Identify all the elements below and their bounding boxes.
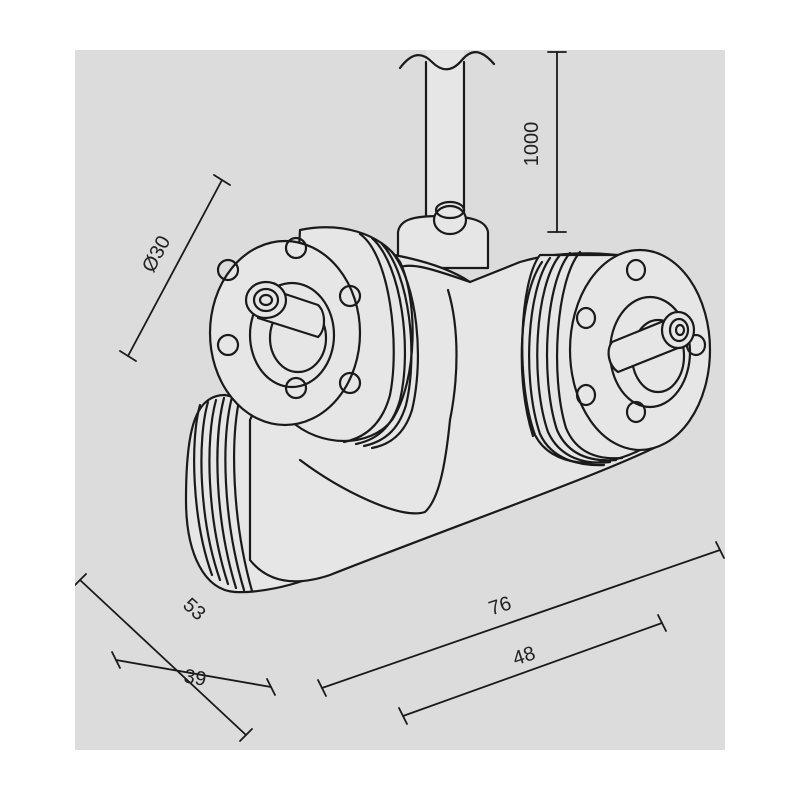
technical-drawing: 1000 Ø30 53 39 76 48 <box>75 50 725 750</box>
flange-bolts-right <box>575 258 707 424</box>
dim-inner-depth: 39 <box>182 665 208 691</box>
flange-bolts <box>216 236 362 400</box>
dimension-lines <box>75 51 725 742</box>
right-lamp-head <box>520 248 712 467</box>
suspension-cable <box>398 50 496 230</box>
dim-cable-length: 1000 <box>521 122 543 167</box>
left-lamp-head <box>208 226 420 450</box>
mount-block <box>396 200 490 270</box>
